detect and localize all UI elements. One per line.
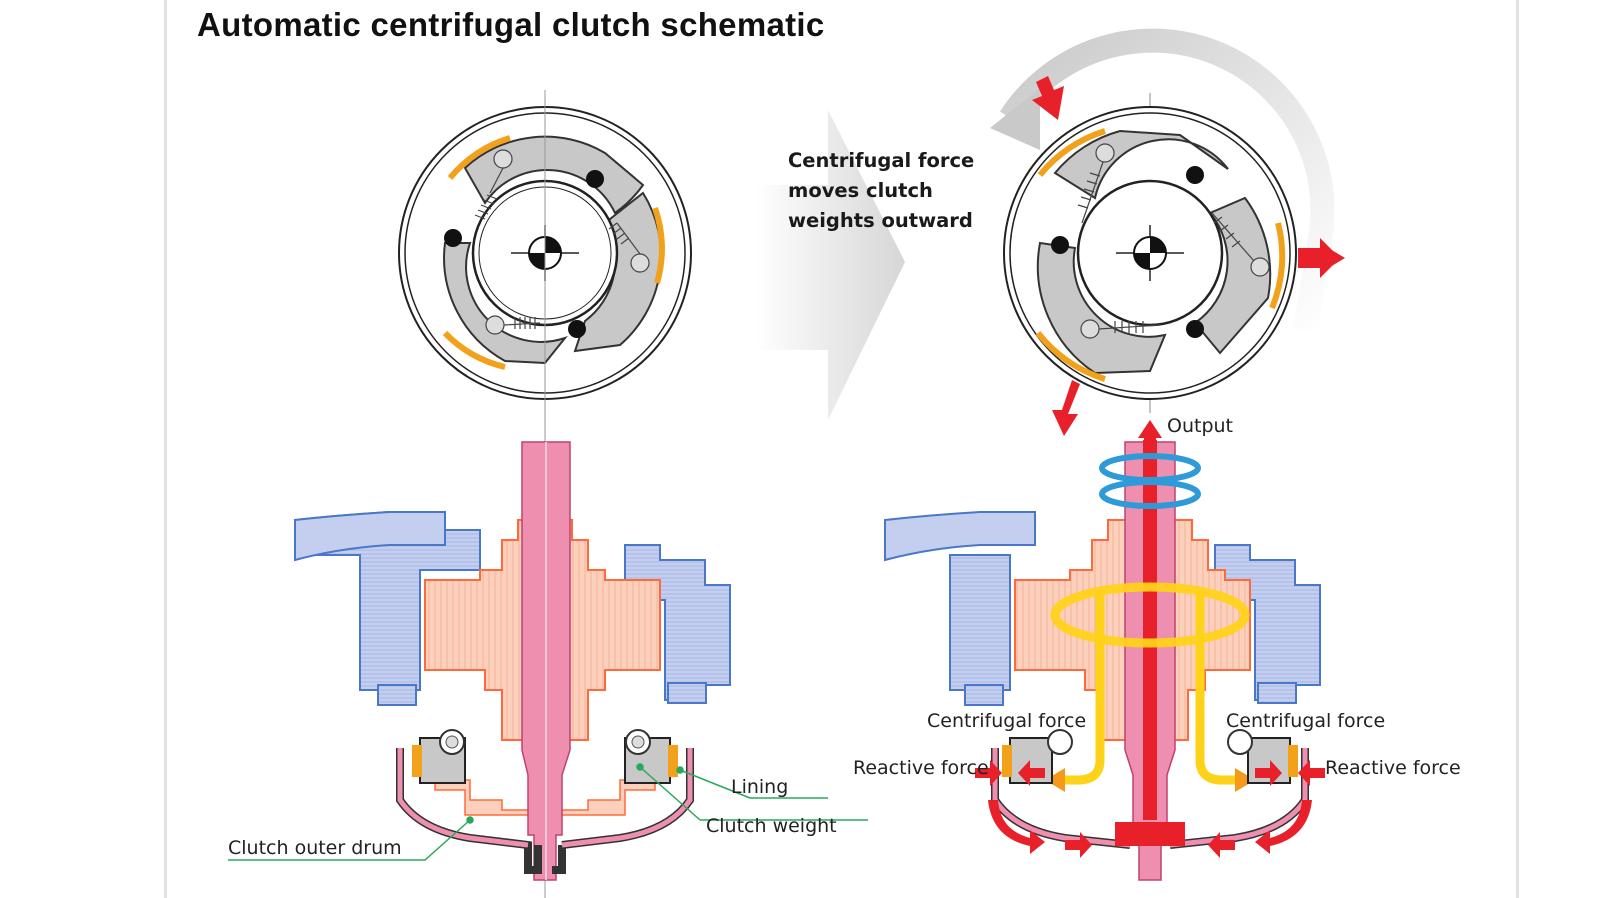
label-centrifugal-force-left: Centrifugal force <box>927 710 1087 732</box>
note-line-1: Centrifugal force <box>788 149 975 172</box>
rotation-arrow <box>990 28 1335 332</box>
pivot-pins <box>444 170 604 338</box>
centrifugal-force-arrows-front <box>1032 76 1345 436</box>
label-reactive-force-left: Reactive force <box>853 757 989 779</box>
torque-flow-arrows <box>1050 582 1250 785</box>
label-centrifugal-force-right: Centrifugal force <box>1226 710 1386 732</box>
springs <box>474 149 650 335</box>
label-output: Output <box>1167 415 1233 437</box>
note-line-2: moves clutch <box>788 179 933 202</box>
right-front-view <box>1003 93 1297 413</box>
right-cross-section <box>884 420 1325 881</box>
label-clutch-outer-drum: Clutch outer drum <box>228 837 402 859</box>
page-frame-left <box>164 0 167 898</box>
page-frame-right <box>1516 0 1519 898</box>
diagram-title: Automatic centrifugal clutch schematic <box>197 6 825 43</box>
label-clutch-weight: Clutch weight <box>706 815 837 837</box>
force-arrows-section <box>975 760 1325 858</box>
label-lining: Lining <box>731 776 789 798</box>
shaft-rotation-arrows <box>1099 453 1201 509</box>
note-line-3: weights outward <box>788 209 973 232</box>
transition-note: Centrifugal force moves clutch weights o… <box>788 146 974 236</box>
clutch-weight-left <box>412 729 466 784</box>
leader-lines <box>228 763 868 861</box>
left-cross-section <box>228 90 868 898</box>
clutch-weight-right <box>624 729 678 784</box>
transition-arrow <box>755 110 905 420</box>
linings <box>442 135 665 370</box>
output-arrow <box>1138 420 1162 446</box>
label-reactive-force-right: Reactive force <box>1325 757 1461 779</box>
